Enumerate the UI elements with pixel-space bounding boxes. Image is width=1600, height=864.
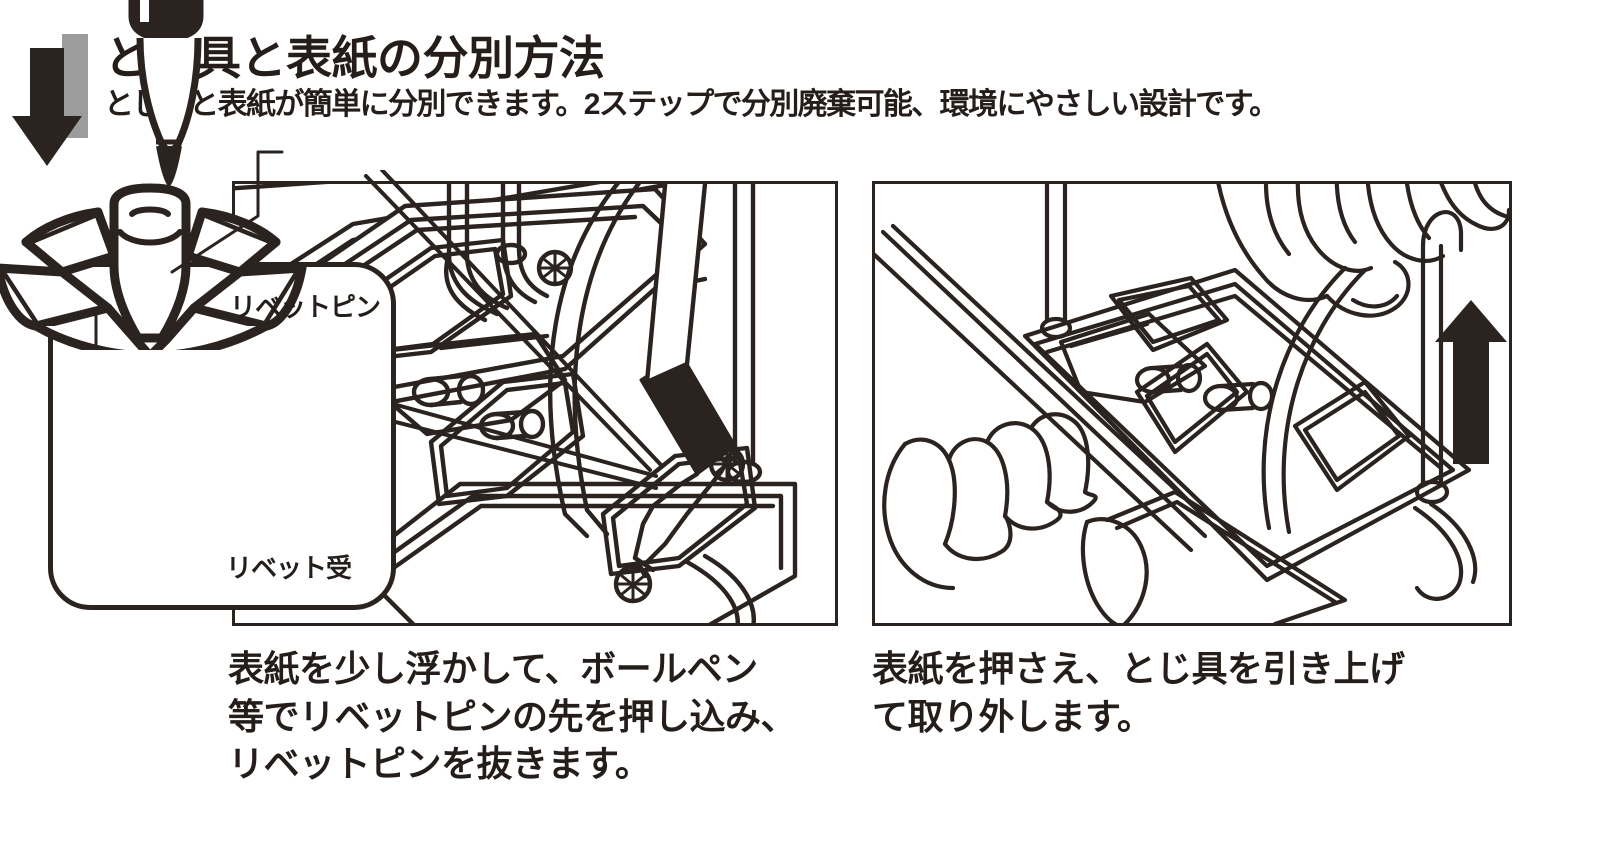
caption-line: リベットピンを抜きます。 [228,743,651,785]
arrow-up-icon [1435,300,1507,464]
step-2-caption: 表紙を押さえ、とじ具を引き上げ て取り外します。 [872,645,1517,740]
header-accent-bar [62,34,88,138]
step-1-caption: 表紙を少し浮かして、ボールペン 等でリベットピンの先を押し込み、 リベットピンを… [228,645,853,788]
label-rivet-receiver: リベット受 [226,553,352,583]
caption-line: 等でリベットピンの先を押し込み、 [228,695,797,737]
binder-hand-drawing [875,184,1509,623]
caption-line: 表紙を少し浮かして、ボールペン [228,648,758,689]
label-rivet-pin: リベットピン [230,292,381,322]
caption-line: て取り外します。 [872,695,1153,737]
page-title: とじ具と表紙の分別方法 [104,32,605,84]
page-subtitle: とじ具と表紙が簡単に分別できます。2ステップで分別廃棄可能、環境にやさしい設計で… [104,87,1279,121]
caption-line: 表紙を押さえ、とじ具を引き上げ [872,648,1405,689]
page-header: とじ具と表紙の分別方法 とじ具と表紙が簡単に分別できます。2ステップで分別廃棄可… [62,32,1532,138]
step-2-illustration-panel: UPE STUDIO [872,181,1512,626]
